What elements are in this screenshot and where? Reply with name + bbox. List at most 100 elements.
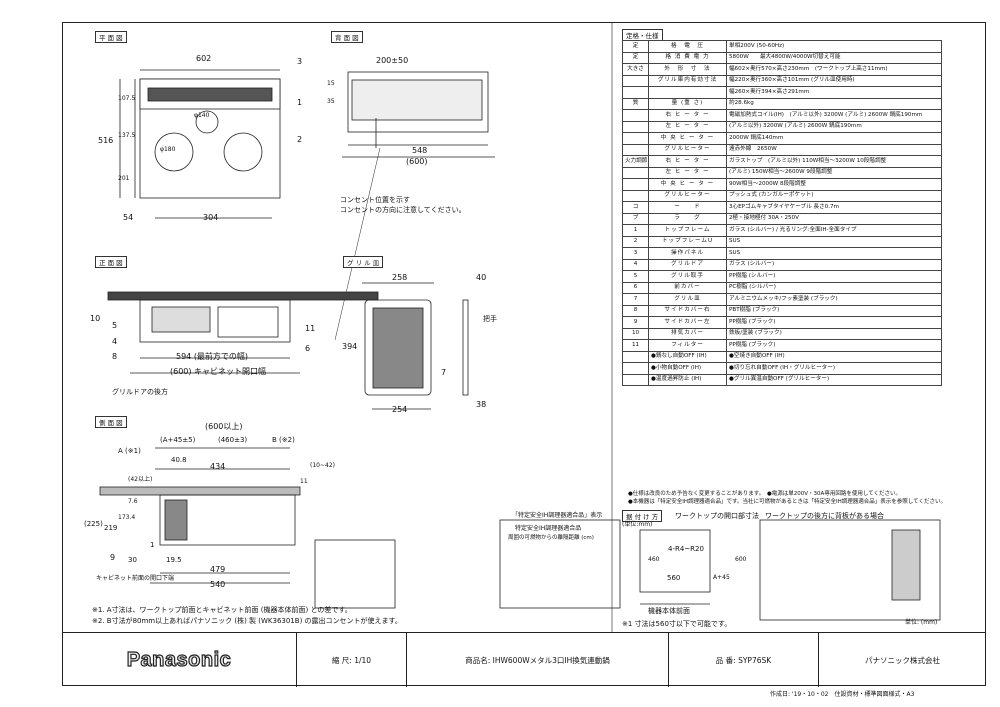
safety-item: ●切り忘れ自動OFF (IH・グリルヒーター) bbox=[726, 362, 942, 375]
dim-173: 173.4 bbox=[118, 514, 136, 521]
callout-10: 10 bbox=[90, 314, 101, 323]
spec-row: 幅260×奥行394×高さ291mm bbox=[622, 86, 942, 99]
opening-600: 600 bbox=[735, 556, 747, 563]
material-value: SUS bbox=[726, 247, 942, 260]
dim-600b: (600) bbox=[406, 157, 428, 166]
handle-label: 把手 bbox=[483, 315, 497, 323]
callout-4: 4 bbox=[112, 337, 118, 346]
spec-group bbox=[622, 109, 649, 122]
spec-key: ー ド bbox=[648, 201, 727, 214]
dim-594: 594 (最前方での幅) bbox=[176, 352, 249, 361]
opening-unit: (単位:mm) bbox=[622, 521, 653, 528]
material-value: アルミニウムメッキ/フッ素塗装 (ブラック) bbox=[726, 293, 942, 306]
spec-value: 幅220×奥行360×高さ101mm (グリル皿使用時) bbox=[726, 74, 942, 87]
spec-value: 単相200V (50-60Hz) bbox=[726, 40, 942, 53]
spec-row: 左 ヒ ー タ ー(アルミ以外) 3200W (アルミ) 2600W 鍋底190… bbox=[622, 120, 942, 133]
dim-54: 54 bbox=[123, 213, 134, 222]
safety-row: ●鍋なし自動OFF (IH)●空焼き自動OFF (IH) bbox=[622, 350, 942, 363]
safety-item: ●グリル異温自動OFF (グリルヒーター) bbox=[726, 373, 942, 386]
material-value: ガラス (シルバー) / 光るリング:全面IH-全面タイプ bbox=[726, 224, 942, 237]
callout-5: 5 bbox=[112, 321, 118, 330]
section-grill: グ リ ル 皿 bbox=[343, 256, 384, 268]
material-value: PBT樹脂 (ブラック) bbox=[726, 304, 942, 317]
spec-group bbox=[622, 74, 649, 87]
spec-key: 格 消 費 電 力 bbox=[648, 51, 727, 64]
dim-225: (225) bbox=[84, 520, 103, 528]
note-1: ※1. A寸法は、ワークトップ前面とキャビネット前面 (機器本体前面) との差で… bbox=[92, 606, 352, 614]
dim-10-42: (10~42) bbox=[310, 462, 335, 469]
note-2: ※2. B寸法が80mm以上あればパナソニック (株) 製 (WK36301B)… bbox=[92, 617, 402, 625]
opening-title: ワークトップの開口部寸法 bbox=[675, 512, 759, 520]
dim-540: 540 bbox=[210, 580, 226, 589]
material-part: トップフレーム bbox=[648, 224, 727, 237]
spec-row: 質量 (重 さ)約28.6kg bbox=[622, 97, 942, 110]
spec-value: 3心EPゴムキャブタイヤケーブル 長さ0.7m bbox=[726, 201, 942, 214]
spec-value: 電磁加熱式コイル(IH) (アルミ以外) 3200W (アルミ) 2600W 鍋… bbox=[726, 109, 942, 122]
material-part: グリル取手 bbox=[648, 270, 727, 283]
dim-201: 201 bbox=[118, 175, 130, 182]
material-value: PP樹脂 (ブラック) bbox=[726, 316, 942, 329]
dim-15: 15 bbox=[327, 80, 335, 87]
spec-value: 2極・接地極付 30A・250V bbox=[726, 212, 942, 225]
outlet-note-2: コンセントの方向に注意してください。 bbox=[340, 206, 466, 214]
spec-key: グリルヒーター bbox=[648, 143, 727, 156]
grill-door-note: グリルドアの後方 bbox=[112, 388, 168, 396]
dim-600f: (600) キャビネット開口幅 bbox=[170, 367, 267, 376]
callout-1: 1 bbox=[297, 98, 303, 107]
material-num: 10 bbox=[622, 327, 649, 340]
opening-a45: A+45 bbox=[713, 574, 730, 581]
dim-394: 394 bbox=[342, 342, 358, 351]
spec-row: 大きさ外 形 寸 法幅602×奥行570×高さ230mm (ワークトップ上高さ1… bbox=[622, 63, 942, 76]
spec-group: 火力調節 bbox=[622, 155, 649, 168]
spec-value: 遠赤外線 2650W bbox=[726, 143, 942, 156]
spec-key: 中 央 ヒ ー タ ー bbox=[648, 132, 727, 145]
safety-group bbox=[622, 373, 649, 386]
material-num: 1 bbox=[622, 224, 649, 237]
spec-row: グリル庫内有効寸法幅220×奥行360×高さ101mm (グリル皿使用時) bbox=[622, 74, 942, 87]
dim-11: 11 bbox=[300, 478, 308, 485]
callout-7: 7 bbox=[441, 368, 447, 377]
material-value: PC樹脂 (シルバー) bbox=[726, 281, 942, 294]
material-value: ガラス (シルバー) bbox=[726, 258, 942, 271]
material-num: 8 bbox=[622, 304, 649, 317]
spec-value: 幅602×奥行570×高さ230mm (ワークトップ上高さ11mm) bbox=[726, 63, 942, 76]
material-part: グリル皿 bbox=[648, 293, 727, 306]
spec-key: 左 ヒ ー タ ー bbox=[648, 166, 727, 179]
material-part: 排気カバー bbox=[648, 327, 727, 340]
model-cell: 品 番: SYP76SK bbox=[669, 633, 819, 687]
spec-group bbox=[622, 189, 649, 202]
dim-phi180: φ180 bbox=[160, 146, 176, 153]
callout-9: 9 bbox=[110, 553, 116, 562]
spec-group: 定 bbox=[622, 51, 649, 64]
material-part: トップフレームU bbox=[648, 235, 727, 248]
spec-group: プ bbox=[622, 212, 649, 225]
spec-key: 右 ヒ ー タ ー bbox=[648, 155, 727, 168]
spec-key: 量 (重 さ) bbox=[648, 97, 727, 110]
dim-19-5: 19.5 bbox=[166, 556, 182, 564]
dim-30: 30 bbox=[128, 556, 137, 564]
install-sub: 特定安全IH調理器適合品 bbox=[515, 525, 582, 532]
spec-group bbox=[622, 86, 649, 99]
dim-42: (42以上) bbox=[128, 476, 153, 483]
spec-value: ガラストップ (アルミ以外) 110W相当～3200W 10段階調整 bbox=[726, 155, 942, 168]
spec-group bbox=[622, 132, 649, 145]
spec-key: ラ グ bbox=[648, 212, 727, 225]
material-part: 操作パネル bbox=[648, 247, 727, 260]
section-side: 側 面 図 bbox=[95, 416, 127, 428]
install-title: 「特定安全IH調理器適合品」表示 bbox=[512, 512, 603, 519]
material-part: フィルター bbox=[648, 339, 727, 352]
spec-value: 幅260×奥行394×高さ291mm bbox=[726, 86, 942, 99]
opening-560: 560 bbox=[667, 574, 681, 582]
spec-row: 火力調節右 ヒ ー タ ーガラストップ (アルミ以外) 110W相当～3200W… bbox=[622, 155, 942, 168]
material-value: SUS bbox=[726, 235, 942, 248]
cabinet-note: キャビネット前面の開口下端 bbox=[96, 575, 175, 582]
material-part: 前カバー bbox=[648, 281, 727, 294]
spec-group: コ bbox=[622, 201, 649, 214]
dim-phi140: φ140 bbox=[194, 112, 210, 119]
